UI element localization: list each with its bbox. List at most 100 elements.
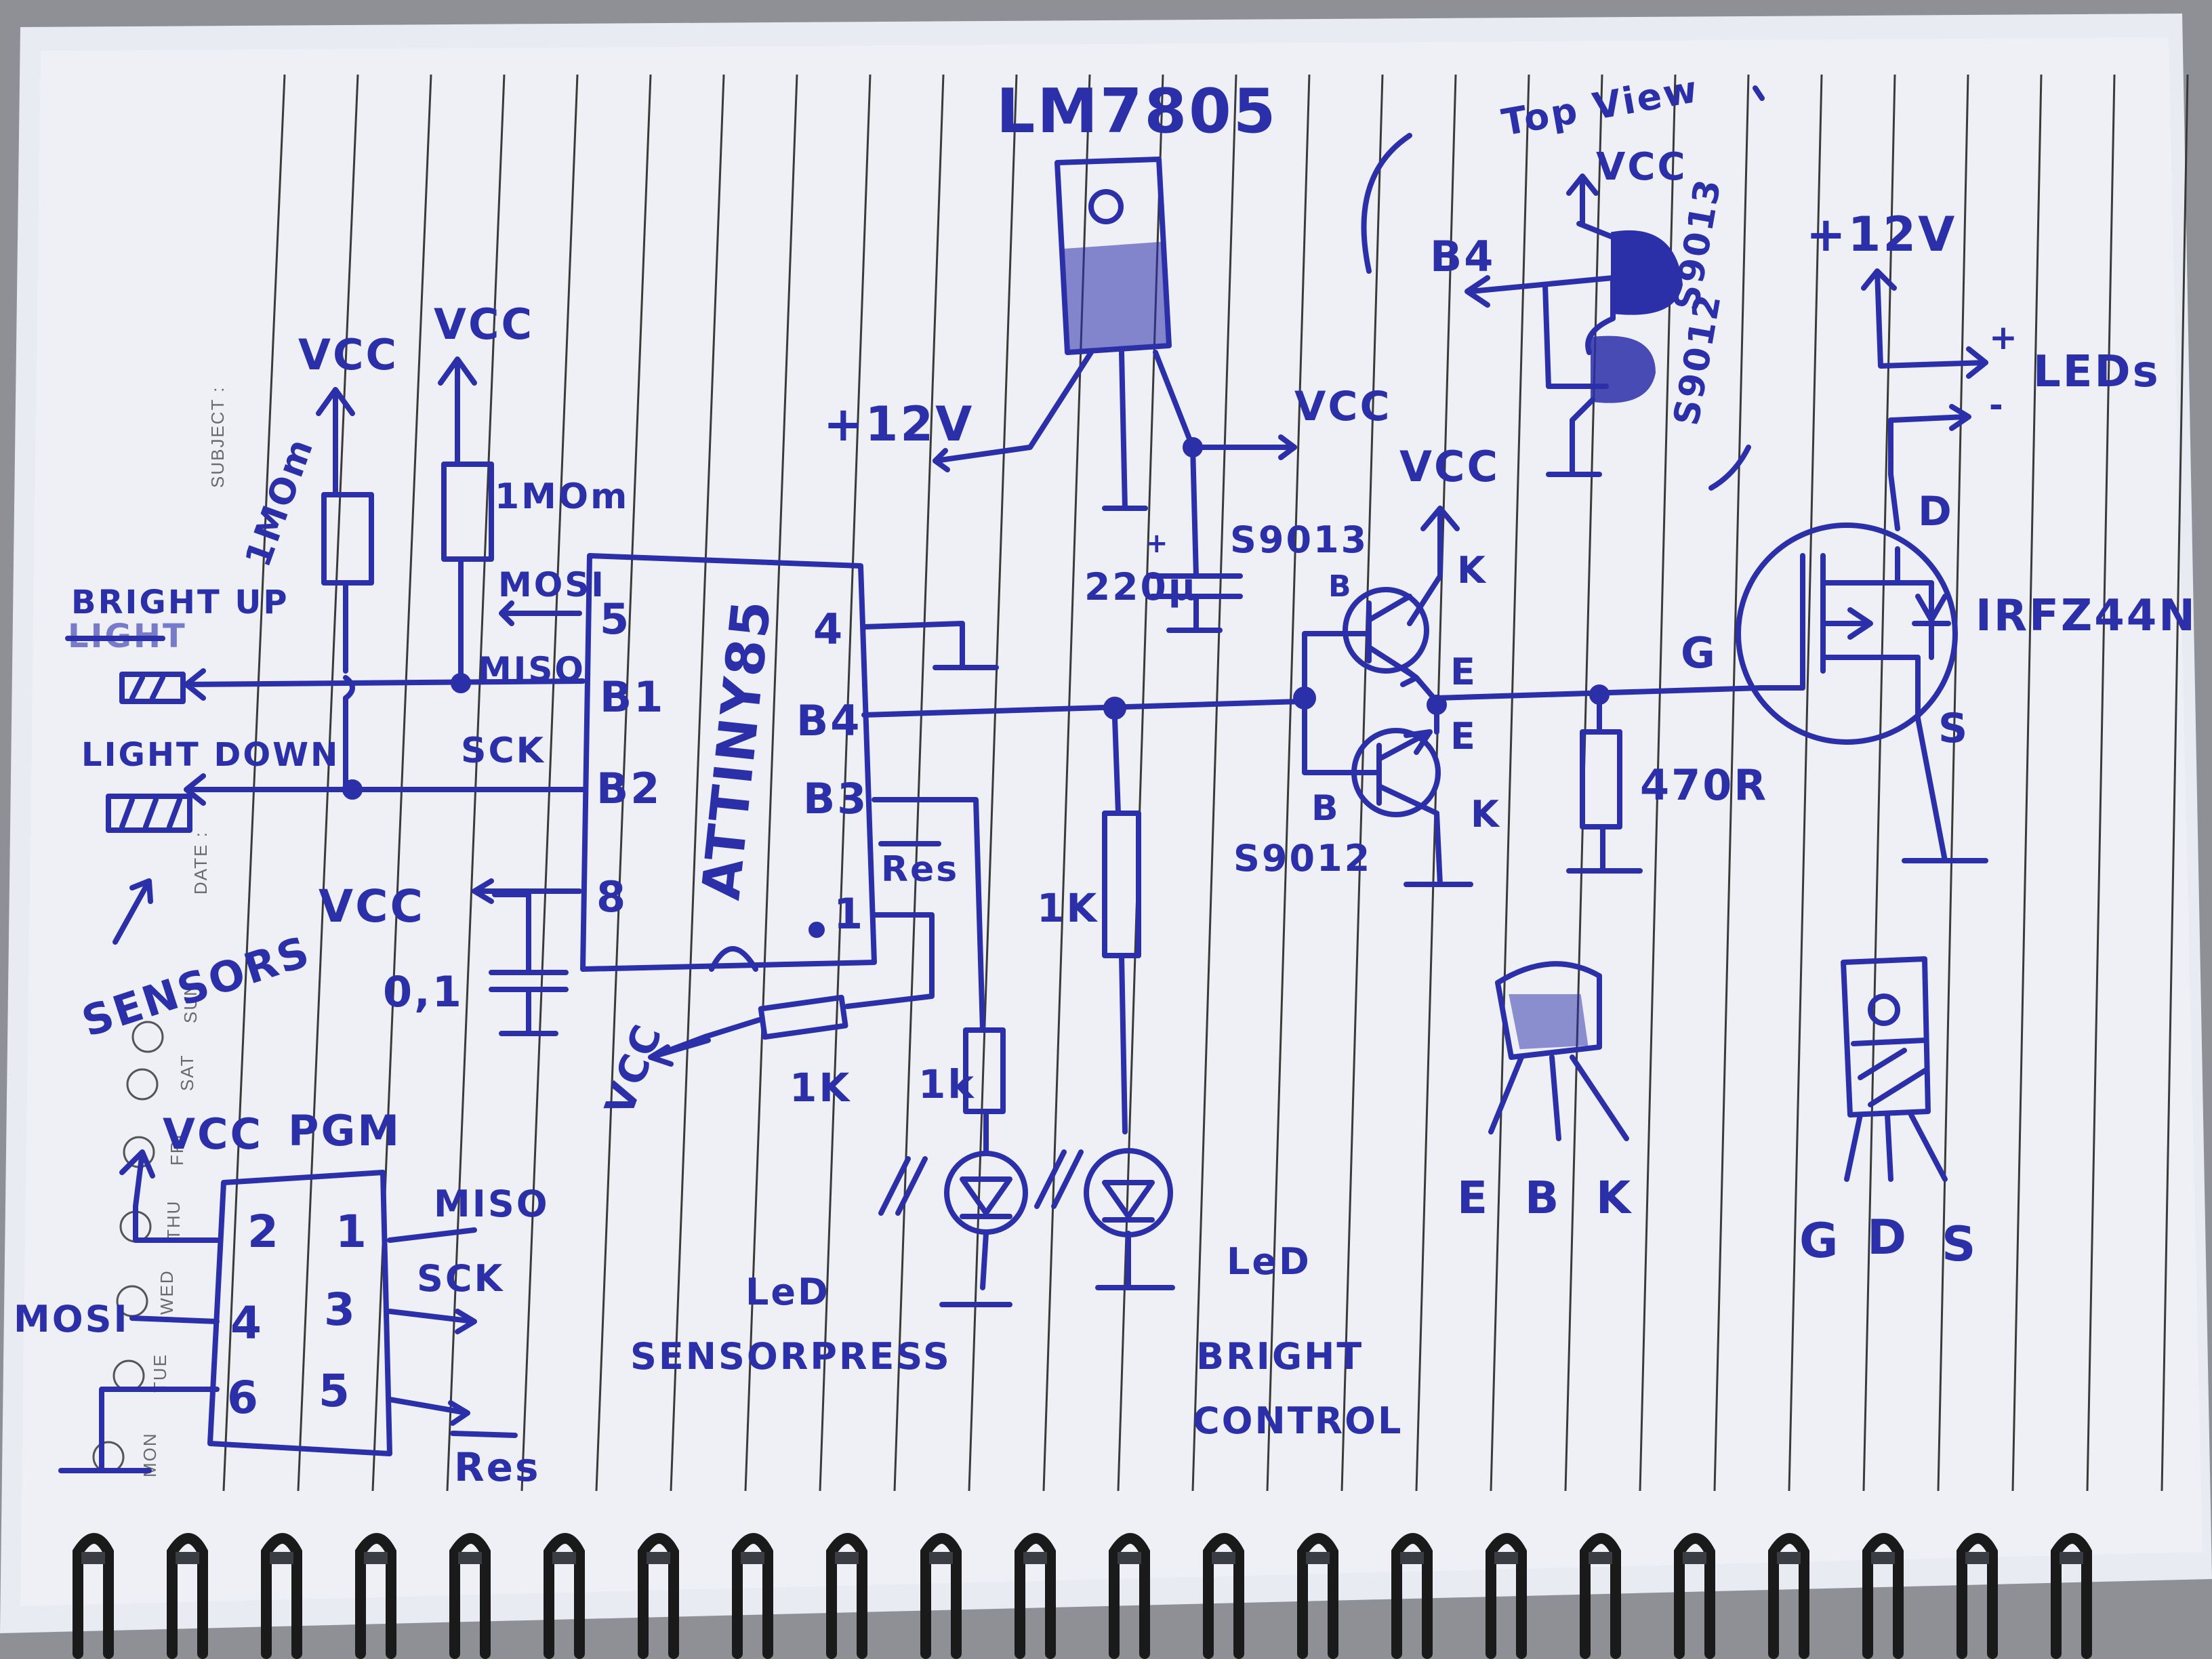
programmer-res: Res [454, 1444, 541, 1490]
mosfet-stage: +12V + LEDs - D IRFZ44N S [1736, 207, 2197, 863]
mosfet-drain: D [1918, 488, 1954, 535]
ruled-line [670, 74, 725, 1492]
binding-hole [835, 1552, 859, 1564]
binding-ring [73, 1533, 114, 1659]
mcu-pin-1: 1 [834, 889, 865, 939]
label-sun: SUN [180, 982, 201, 1023]
binding-ring [1580, 1533, 1621, 1659]
binding-hole [1306, 1552, 1330, 1564]
top-view-signal: B4 [1430, 232, 1495, 281]
binding-hole [1118, 1552, 1141, 1564]
ruled-line [1862, 74, 1896, 1492]
binding-hole [176, 1552, 199, 1564]
ruled-line [968, 74, 1018, 1492]
driver-stage: VCC S9013 B K E B E K S9012 470R G [1230, 442, 1768, 887]
driver-gate-resistor: 470R [1640, 760, 1768, 810]
binding-hole [1777, 1552, 1801, 1564]
decoupling-rail: VCC [319, 880, 425, 933]
driver-emitter-upper: E [1450, 651, 1477, 693]
transistor-package [1495, 961, 1602, 1060]
binding-ring [638, 1533, 679, 1659]
binding-ring [1674, 1533, 1715, 1659]
binding-hole [1589, 1552, 1612, 1564]
led-sensorpress-label-1: LeD [745, 1271, 830, 1313]
ruled-line [1788, 74, 1823, 1492]
binding-hole [647, 1552, 670, 1564]
binding-hole [1683, 1552, 1706, 1564]
driver-upper-part: S9013 [1230, 518, 1368, 561]
binding-hole [929, 1552, 953, 1564]
binding-ring [1203, 1533, 1244, 1659]
led-bright-control: 1K LeD BRIGHT CONTROL [861, 697, 1401, 1442]
mosfet-minus: - [1989, 386, 2005, 425]
driver-lower-part: S9012 [1233, 837, 1372, 880]
led-sensorpress: 1k LeD SENSORPRESS [630, 797, 1028, 1378]
led-bright-label-1: LeD [1227, 1240, 1311, 1283]
spiral-binding [73, 1533, 2092, 1659]
ruled-line [446, 74, 506, 1492]
led-bright-label-2: BRIGHT [1196, 1335, 1364, 1378]
decoupling-value: 0,1 [383, 967, 464, 1017]
mcu-pin-b1: B1 [600, 672, 665, 722]
label-subject: SUBJECT : [207, 386, 228, 488]
decoupling-and-reset: VCC 0,1 VCC 1K [319, 878, 935, 1122]
top-view-lower-transistor [1591, 335, 1656, 403]
binding-hole [1400, 1552, 1424, 1564]
pullup-2-value: 1MOm [495, 476, 629, 517]
pullup-2-rail: VCC [434, 300, 534, 349]
binding-hole [552, 1552, 576, 1564]
mcu-pin-4: 4 [813, 605, 844, 654]
transistor-upper [1343, 587, 1429, 674]
pinout-sketches: E B K G D S [1457, 956, 1978, 1272]
regulator-cap-label: 220μ [1084, 565, 1197, 609]
mosfet-supply: +12V [1806, 207, 1957, 262]
programmer-pin-4: 4 [230, 1297, 264, 1349]
regulator-input-label: +12V [823, 396, 974, 452]
binding-hole [1871, 1552, 1895, 1564]
transistor-pin-e: E [1457, 1172, 1490, 1224]
programmer-pin-6: 6 [227, 1372, 260, 1424]
top-view-rail: VCC [1596, 145, 1687, 189]
mosfet-part: IRFZ44N [1975, 591, 2197, 641]
mcu-pin-b4: B4 [796, 696, 861, 745]
ruled-line [222, 74, 286, 1492]
mosfet-source: S [1938, 705, 1969, 752]
driver-base-lower: B [1311, 788, 1340, 829]
ruled-line [1490, 74, 1530, 1492]
binding-ring [1862, 1533, 1904, 1659]
binding-ring [1297, 1533, 1338, 1659]
mosfet-package [1841, 956, 1931, 1118]
mosfet-pin-s: S [1942, 1216, 1978, 1272]
binding-hole [458, 1552, 482, 1564]
ruled-line [1639, 74, 1677, 1492]
reset-resistor: 1K [790, 1065, 851, 1111]
binding-hole [1494, 1552, 1518, 1564]
programmer-pin-5: 5 [319, 1365, 352, 1417]
label-tue: TUE [150, 1353, 170, 1393]
driver-collector-lower: K [1471, 793, 1501, 836]
binding-ring [1109, 1533, 1150, 1659]
sensor-bright-up-label: BRIGHT UP [71, 583, 289, 621]
ruled-line [2086, 74, 2116, 1492]
programmer-body [207, 1170, 392, 1456]
ruled-line [819, 74, 872, 1492]
label-wed: WED [157, 1269, 177, 1315]
programmer-header: VCC PGM 2 1 4 3 6 5 MISO SCK MOSI Res [14, 1106, 548, 1490]
programmer-sck: SCK [417, 1257, 504, 1300]
binding-ring [2051, 1533, 2092, 1659]
programmer-pin-3: 3 [324, 1284, 357, 1336]
binding-hole [364, 1552, 388, 1564]
label-fri: FRI [167, 1133, 187, 1166]
ruled-line [1191, 74, 1237, 1492]
sensor-down-pad [106, 794, 192, 833]
ruled-line [893, 74, 945, 1492]
mcu-pin-b3: B3 [803, 774, 868, 823]
mcu-pin-b2: B2 [596, 764, 661, 813]
led-bright-resistor: 1K [1037, 885, 1099, 931]
binding-ring [449, 1533, 491, 1659]
ruled-line [297, 74, 359, 1492]
sensor-light-down-label: LIGHT DOWN [81, 736, 340, 774]
mcu-pin-8: 8 [596, 872, 628, 922]
regulator-output-label: VCC [1294, 383, 1392, 430]
programmer-vcc: VCC [163, 1109, 263, 1159]
